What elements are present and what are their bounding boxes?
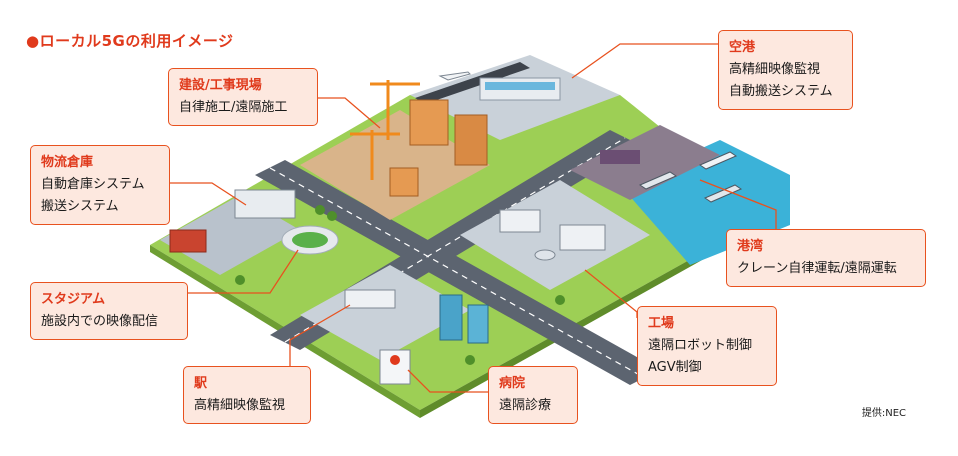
leader-hospital [407,369,488,393]
construction-building-3 [389,167,419,197]
leader-port [699,179,777,232]
terminal-glass [485,82,555,90]
container-stack [600,150,640,164]
stadium-field [292,232,328,248]
callout-title: 病院 [499,376,526,391]
factory-building-2 [559,224,606,251]
ship-1 [638,171,678,190]
callout-stadium: スタジアム 施設内での映像配信 [30,282,188,340]
callout-title: 工場 [648,316,675,331]
callout-title: 港湾 [737,239,764,254]
callout-port: 港湾 クレーン自律運転/遠隔運転 [726,229,926,287]
callout-title: 空港 [729,40,756,55]
ship-2 [698,151,738,170]
airplane-icon [438,71,471,81]
station-block [300,265,470,360]
construction-building-2 [454,114,488,166]
page-title: ●ローカル5Gの利用イメージ [26,32,234,50]
callout-line: 遠隔診療 [499,398,552,413]
factory-block [460,180,650,290]
callout-title: 建設/工事現場 [179,78,262,93]
tree [315,205,325,215]
leader-airport [571,43,718,79]
factory-tank [534,249,556,261]
callout-line: 高精細映像監視 [194,398,286,413]
warehouse-building [234,189,296,219]
warehouse-red-building [169,229,207,253]
runway [415,62,530,104]
callout-title: 物流倉庫 [41,155,94,170]
callout-line: 施設内での映像配信 [41,314,159,329]
hospital-cross-icon [390,355,400,365]
callout-station: 駅 高精細映像監視 [183,366,311,424]
port-dock [570,125,720,200]
callout-airport: 空港 高精細映像監視 自動搬送システム [718,30,853,110]
tree [555,295,565,305]
road-centerline-a [269,167,646,379]
callout-title: 駅 [194,376,208,391]
callout-line: AGV制御 [648,360,702,375]
callout-line: 遠隔ロボット制御 [648,338,753,353]
leader-construction [310,97,381,129]
leader-warehouse [168,182,247,206]
callout-hospital: 病院 遠隔診療 [488,366,578,424]
callout-line: 自律施工/遠隔施工 [179,100,288,115]
callout-title: スタジアム [41,292,106,307]
callout-factory: 工場 遠隔ロボット制御 AGV制御 [637,306,777,386]
station-building [344,289,396,309]
image-credit: 提供:NEC [861,408,906,419]
callout-line: 搬送システム [41,199,119,214]
callout-construction: 建設/工事現場 自律施工/遠隔施工 [168,68,318,126]
tree [465,355,475,365]
callout-line: クレーン自律運転/遠隔運転 [737,261,897,276]
leader-station [289,304,351,378]
callout-line: 自動倉庫システム [41,177,145,192]
callout-warehouse: 物流倉庫 自動倉庫システム 搬送システム [30,145,170,225]
office-tower-2 [467,304,489,344]
factory-building-1 [499,209,541,233]
callout-line: 高精細映像監視 [729,62,821,77]
tree [235,275,245,285]
callout-line: 自動搬送システム [729,84,833,99]
office-tower-1 [439,294,463,341]
tree [327,211,337,221]
construction-building-1 [409,99,449,146]
leader-stadium [186,249,299,294]
